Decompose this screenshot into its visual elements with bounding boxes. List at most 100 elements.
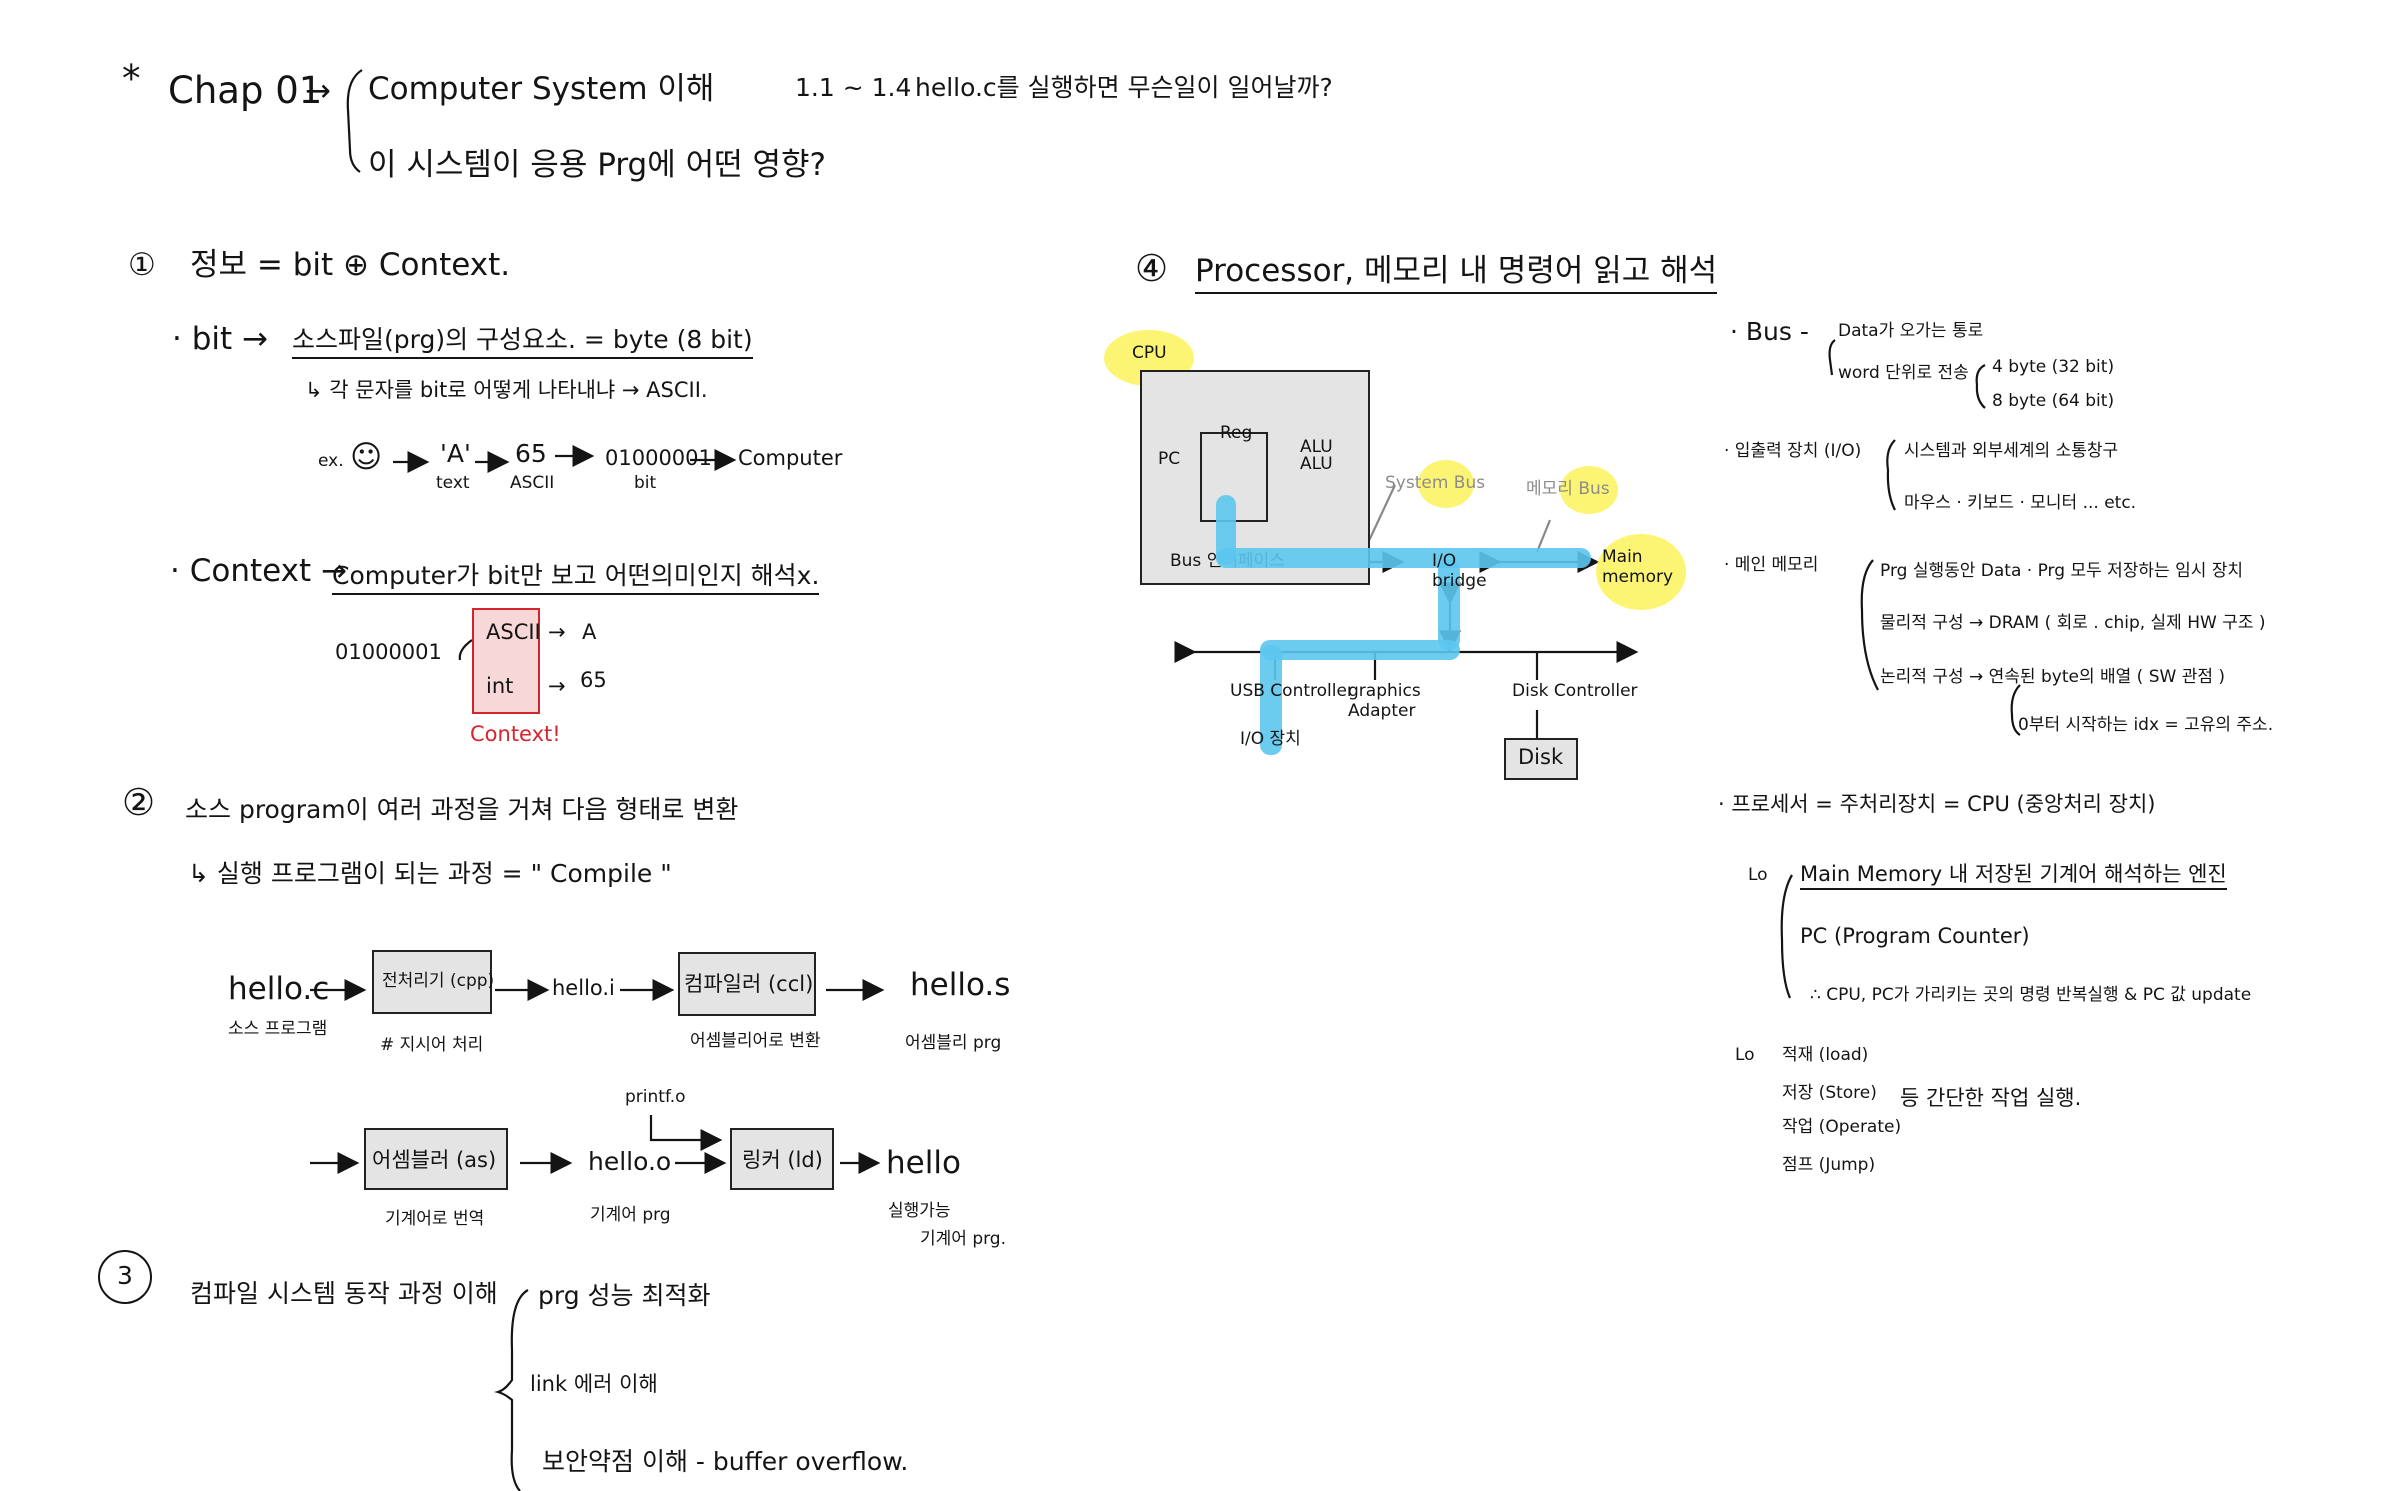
context-definition: Computer가 bit만 보고 어떤의미인지 해석x. (332, 561, 820, 595)
path-io-bus (1260, 640, 1460, 660)
disk-label: Disk (1518, 745, 1564, 769)
assembler-label: 어셈블러 (as) (372, 1148, 497, 1172)
memory-bus-label: 메모리 Bus (1526, 479, 1610, 499)
preprocessor-label: 전처리기 (cpp) (382, 971, 495, 991)
memory-note-1: Prg 실행동안 Data · Prg 모두 저장하는 임시 장치 (1880, 561, 2244, 581)
io-bridge-label: I/O bridge (1432, 551, 1487, 591)
path-reg-down (1216, 495, 1236, 565)
io-note-label: · 입출력 장치 (I/O) (1724, 441, 1862, 461)
context-int-value: 65 (580, 668, 607, 692)
memory-note-label: · 메인 메모리 (1724, 555, 1819, 575)
context-label: · Context → (170, 553, 347, 589)
alu-label: ALU (1300, 437, 1333, 457)
main-memory-label: Main memory (1602, 547, 1674, 587)
header-range: 1.1 ~ 1.4 (795, 73, 912, 102)
memory-note-4: 0부터 시작하는 idx = 고유의 주소. (2018, 715, 2274, 735)
bit-ascii-note: ↳ 각 문자를 bit로 어떻게 나타내냐 → ASCII. (305, 378, 708, 402)
section-4-title: Processor, 메모리 내 명령어 읽고 해석 (1195, 253, 1718, 294)
example-bits-caption: bit (634, 473, 657, 493)
assembler-box (364, 1128, 508, 1190)
section-3-item-2: link 에러 이해 (530, 1372, 658, 1396)
memory-bus-highlight (1560, 466, 1618, 514)
processor-note-1: Main Memory 내 저장된 기계어 해석하는 엔진 (1800, 862, 2227, 891)
header-topic-2: 이 시스템이 응용 Prg에 어떤 영향? (368, 147, 826, 183)
example-computer: Computer (738, 446, 843, 470)
disk-controller-label: Disk Controller (1512, 681, 1638, 701)
bus-note-4: 8 byte (64 bit) (1992, 391, 2115, 411)
op-operate: 작업 (Operate) (1782, 1117, 1902, 1137)
lo-arrow-1: Lo (1748, 865, 1768, 885)
io-note-1: 시스템과 외부세계의 소통창구 (1904, 441, 2119, 461)
alu-text: ALU (1300, 454, 1333, 474)
memory-note-2: 물리적 구성 → DRAM ( 회로 . chip, 실제 HW 구조 ) (1880, 613, 2266, 633)
cpu-label: CPU (1132, 343, 1167, 363)
bus-note-3: 4 byte (32 bit) (1992, 357, 2115, 377)
system-bus-highlight (1418, 460, 1474, 508)
hello-o-caption: 기계어 prg (590, 1205, 671, 1225)
system-bus-label: System Bus (1385, 473, 1486, 493)
compiler-caption: 어셈블리어로 변환 (690, 1031, 821, 1051)
bus-note-label: · Bus - (1730, 317, 1809, 346)
op-note: 등 간단한 작업 실행. (1900, 1086, 2082, 1110)
section-4-number: ④ (1135, 247, 1169, 290)
example-ascii-caption: ASCII (510, 473, 555, 493)
example-text-caption: text (436, 473, 470, 493)
bit-label: · bit → (172, 321, 268, 357)
example-bits: 01000001 (605, 446, 712, 470)
compiler-box (678, 952, 816, 1016)
bus-note-2: word 단위로 전송 (1838, 363, 1969, 383)
preprocessor-box (372, 950, 492, 1014)
header-topic-1: Computer System 이해 (368, 71, 715, 107)
section-2-number: ② (122, 781, 156, 824)
section-3-number: 3 (117, 1261, 133, 1290)
example-label: ex. (318, 451, 344, 471)
section-3-title: 컴파일 시스템 동작 과정 이해 (190, 1279, 498, 1308)
compile-note: ↳ 실행 프로그램이 되는 과정 = " Compile " (188, 859, 672, 888)
section-1-number: ① (128, 247, 156, 283)
example-ascii-value: 65 (515, 439, 547, 468)
context-int-arrow: → (548, 674, 566, 698)
disk-box (1504, 738, 1578, 780)
context-caption: Context! (470, 722, 561, 746)
hello-executable: hello (886, 1145, 961, 1181)
hello-i: hello.i (552, 976, 615, 1000)
bus-note-1: Data가 오가는 통로 (1838, 321, 1984, 341)
io-note-2: 마우스 · 키보드 · 모니터 ... etc. (1904, 493, 2137, 513)
person-icon: ☺ (350, 439, 383, 475)
processor-note-label: · 프로세서 = 주처리장치 = CPU (중앙처리 장치) (1718, 792, 2156, 816)
context-int-label: int (486, 674, 514, 698)
hello-caption-2: 기계어 prg. (920, 1229, 1006, 1249)
path-usb-down (1260, 645, 1282, 755)
hello-c: hello.c (228, 971, 330, 1007)
bit-definition: 소스파일(prg)의 구성요소. = byte (8 bit) (292, 325, 753, 359)
preprocessor-caption: # 지시어 처리 (380, 1035, 484, 1055)
context-ascii-value: A (582, 620, 597, 644)
header-arrow: → (305, 73, 331, 109)
section-3-item-1: prg 성능 최적화 (538, 1281, 711, 1310)
section-3-item-3: 보안약점 이해 - buffer overflow. (542, 1447, 909, 1476)
section-1-title: 정보 = bit ⊕ Context. (190, 247, 511, 283)
section-2-title: 소스 program이 여러 과정을 거쳐 다음 형태로 변환 (185, 795, 739, 824)
linker-label: 링커 (ld) (742, 1148, 823, 1172)
example-text-char: 'A' (440, 439, 471, 468)
printf-o: printf.o (625, 1087, 686, 1107)
context-box (472, 608, 540, 714)
context-ascii-label: ASCII (486, 620, 541, 644)
op-jump: 점프 (Jump) (1782, 1155, 1876, 1175)
main-memory-highlight (1596, 534, 1686, 610)
linker-box (730, 1128, 834, 1190)
star-bullet: * (122, 57, 141, 100)
graphics-adapter-label: graphics Adapter (1348, 681, 1421, 721)
hello-caption-1: 실행가능 (888, 1201, 951, 1221)
header-question: hello.c를 실행하면 무슨일이 일어날까? (915, 73, 1333, 102)
register-label: Reg (1220, 423, 1253, 443)
hello-c-caption: 소스 프로그램 (228, 1019, 328, 1039)
hello-s: hello.s (910, 967, 1011, 1003)
path-bridge-down (1438, 560, 1460, 650)
lo-arrow-2: Lo (1735, 1045, 1755, 1065)
op-load: 적재 (load) (1782, 1045, 1869, 1065)
processor-note-3: ∴ CPU, PC가 가리키는 곳의 명령 반복실행 & PC 값 update (1810, 985, 2252, 1005)
context-ascii-arrow: → (548, 620, 566, 644)
chapter-label: Chap 01 (168, 69, 323, 112)
